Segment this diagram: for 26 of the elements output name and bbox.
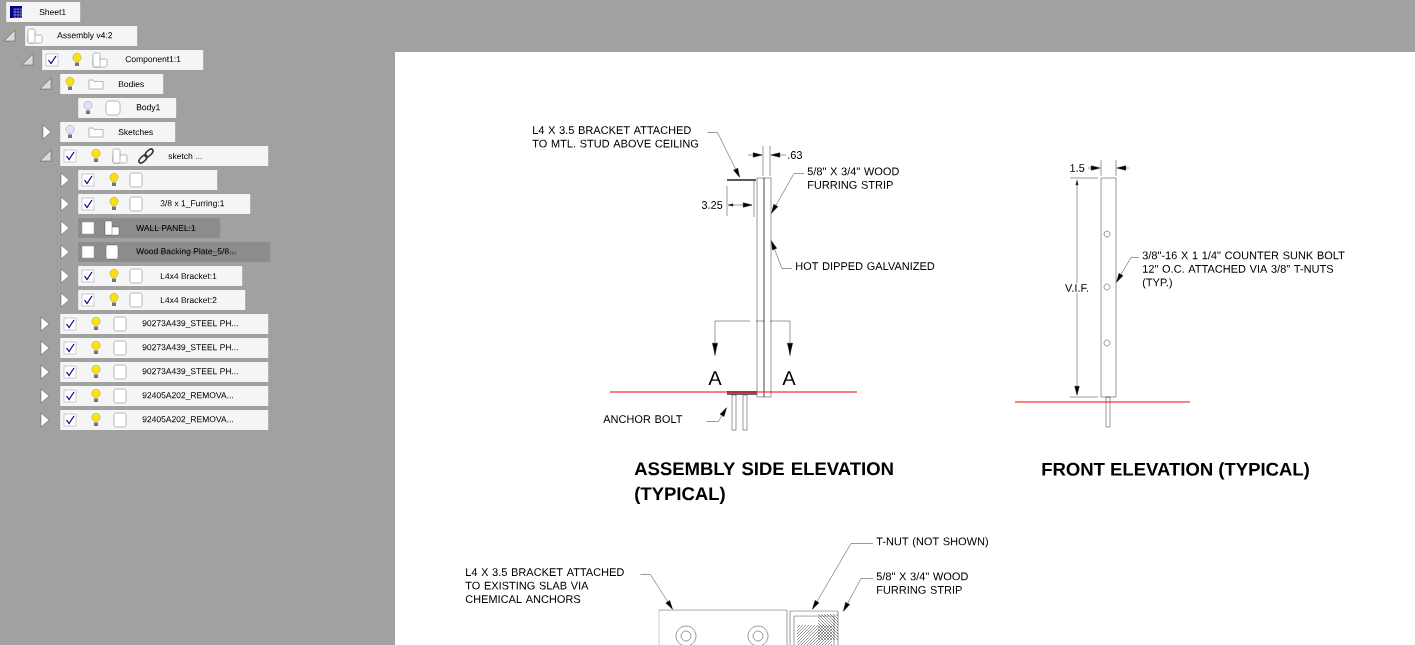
view-title: FRONT ELEVATION (TYPICAL)	[1042, 462, 1309, 480]
tree-item: Sketches	[60, 122, 176, 142]
leader-line	[1116, 257, 1140, 283]
callout-text: L4 X 3.5 BRACKET ATTACHED TO MTL. STUD ABOVE CEILING	[532, 126, 699, 148]
leader-line	[707, 132, 740, 178]
tree-item: Assembly v4:2	[25, 26, 138, 46]
leader-line	[843, 578, 874, 612]
callout-text: L4 X 3.5 BRACKET ATTACHED TO EXISTING SLAB VIA CHEMICAL ANCHORS	[465, 568, 624, 603]
callout-text: ANCHOR BOLT	[603, 415, 683, 423]
callout-text: T-NUT (NOT SHOWN)	[876, 537, 988, 548]
callout-text: 5/8" X 3/4" WOOD FURRING STRIP	[876, 572, 968, 594]
callout-text: HOT DIPPED GALVANIZED	[796, 262, 935, 270]
dimension-text: 1.5	[1070, 164, 1085, 172]
leader-line	[812, 543, 874, 610]
front-elevation-drawing	[1100, 177, 1117, 428]
leader-line	[771, 173, 805, 214]
plan-section-drawing	[658, 609, 839, 645]
leader-line	[640, 574, 673, 610]
leader-line	[706, 407, 727, 422]
view-title: ASSEMBLY SIDE ELEVATION (TYPICAL)	[634, 462, 893, 504]
callout-text: 5/8" X 3/4" WOOD FURRING STRIP	[807, 167, 899, 189]
dimension-text: .63	[788, 151, 802, 159]
leader-line	[771, 240, 793, 269]
dimension-text: V.I.F.	[1064, 283, 1091, 293]
side-elevation-drawing	[726, 177, 772, 431]
callout-text: 3/8"-16 X 1 1/4" COUNTER SUNK BOLT 12" O.C. ATTACHED VIA 3/8" T-NUTS (TYP.)	[1142, 251, 1345, 289]
